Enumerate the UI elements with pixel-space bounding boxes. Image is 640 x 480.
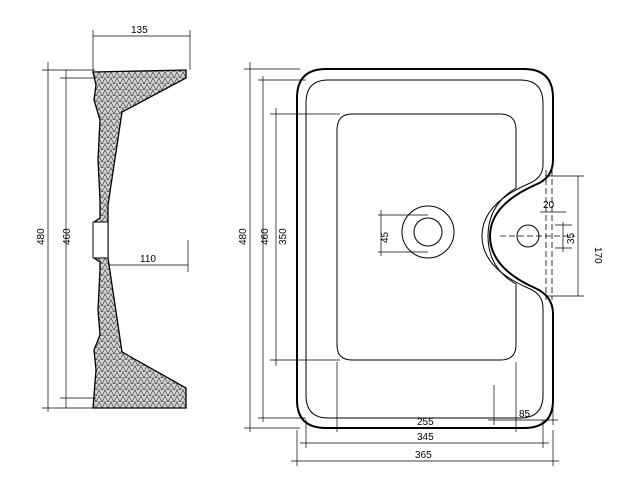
dim-bowl-width: 255 <box>417 417 434 428</box>
dim-tap-hole: 35 <box>566 232 577 244</box>
basin-inner-rim <box>305 79 544 419</box>
dim-ledge-width: 85 <box>519 409 531 420</box>
dim-tap-ledge: 170 <box>592 247 603 264</box>
top-plan-view: 45 20 35 170 480 460 350 <box>238 62 603 466</box>
dim-tap-offset: 20 <box>543 200 555 211</box>
basin-outer-rim <box>296 68 554 429</box>
dim-total-height-outer: 480 <box>36 228 47 245</box>
basin-bowl <box>336 113 517 361</box>
side-section-view: 135 480 460 110 <box>36 25 191 412</box>
dim-height-outer: 480 <box>238 228 249 245</box>
dim-total-height-inner: 460 <box>62 228 73 245</box>
dim-drain-depth: 110 <box>140 254 156 265</box>
sink-section-profile <box>92 69 187 409</box>
dim-width-inner: 345 <box>417 432 434 443</box>
drain-inner-hole <box>413 217 443 247</box>
drain-slot <box>92 221 109 259</box>
dim-height-inner: 460 <box>260 228 271 245</box>
dim-top-width: 135 <box>131 25 148 36</box>
dim-drain-diameter: 45 <box>380 231 391 243</box>
dim-bowl-height: 350 <box>278 228 289 245</box>
drain-outer-ring <box>401 205 455 259</box>
dim-width-outer: 365 <box>415 450 432 461</box>
